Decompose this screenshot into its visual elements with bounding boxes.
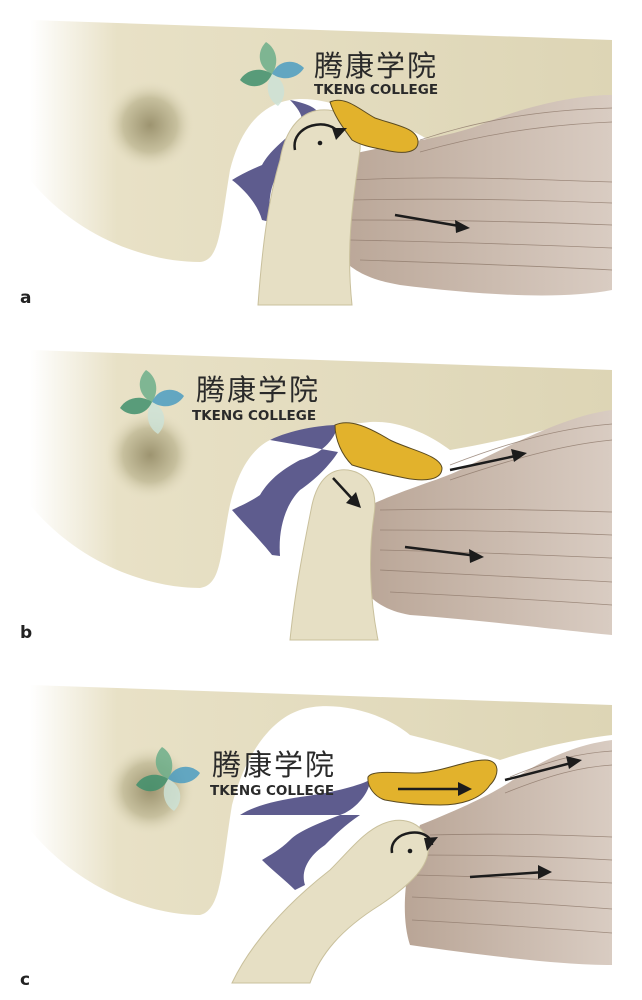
muscle-fibers [411,750,613,934]
panel-label: a [20,288,32,308]
ear-canal [105,80,195,170]
tmj-diagram-b [30,350,613,641]
articular-disc [329,99,419,153]
ear-canal [105,410,195,500]
motion-arrow-icon [449,453,521,472]
muscle-fibers [379,423,613,606]
articular-disc [367,759,498,806]
mandibular-condyle [257,109,361,306]
mandibular-condyle [231,819,429,984]
panel-a: 腾康学院 TKENG COLLEGE a [0,0,642,320]
temporal-bone [30,685,612,915]
motion-arrow-icon [504,760,576,782]
motion-arrow-icon [469,870,546,879]
tmj-diagram-c [30,685,613,984]
articular-disc [334,422,443,481]
panel-label: b [20,623,33,643]
motion-arrow-icon [404,545,479,558]
retrodiscal-tissue [240,780,370,890]
temporal-bone [30,20,612,262]
retrodiscal-tissue [232,425,338,556]
ear-canal [105,745,195,835]
muscle-fibers [349,107,613,271]
mandibular-condyle [289,469,379,641]
motion-arrow-icon [394,213,466,229]
panel-c: 腾康学院 TKENG COLLEGE c [0,665,642,1000]
tmj-diagram-a [30,20,613,306]
temporal-bone [30,350,612,588]
panel-b: 腾康学院 TKENG COLLEGE b [0,330,642,650]
lateral-pterygoid-muscle [404,740,612,965]
panel-label: c [20,970,31,990]
